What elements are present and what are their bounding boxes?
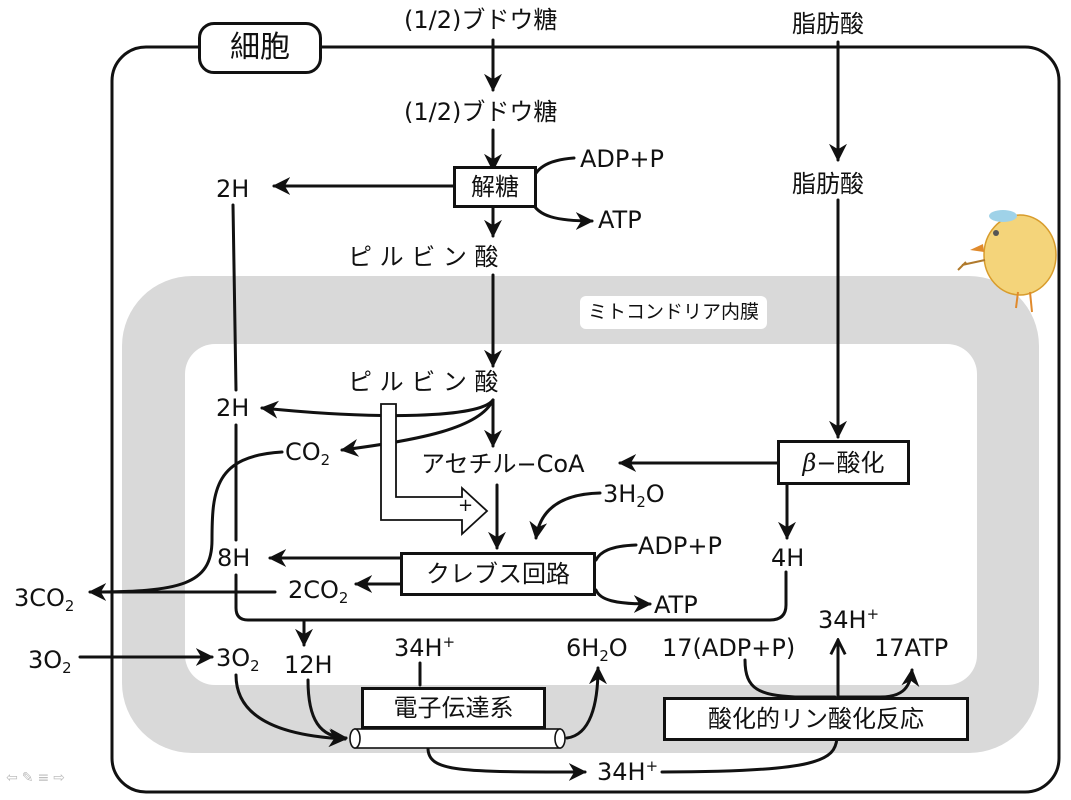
arrow-oxygen-to-etc (234, 673, 347, 748)
krebs-box: クレブス回路 (400, 552, 596, 596)
line-2h-down (231, 203, 238, 392)
glucose-inside-label: (1/2)ブドウ糖 (404, 98, 558, 126)
slide-nav-icons[interactable]: ⇦✎≡⇨ (6, 770, 69, 786)
arrow-phos-adp (743, 658, 837, 699)
pyruvate-2h-label: 2H (216, 394, 250, 422)
arrow-phos-atp (836, 668, 920, 699)
hollow-arrow (380, 403, 489, 537)
proton-bottom-label: 34H+ (597, 757, 659, 786)
krebs-atp-label: ATP (654, 591, 698, 619)
fatty-acid-inside-label: 脂肪酸 (792, 170, 864, 198)
glycolysis-box: 解糖 (453, 166, 537, 208)
pyruvate-cytoplasm-label: ピ ル ビ ン 酸 (348, 243, 499, 271)
cell-label: 細胞 (198, 22, 322, 74)
krebs-adp-label: ADP+P (638, 532, 722, 560)
glycolysis-2h-label: 2H (216, 175, 250, 203)
arrow-proton-to-phos (660, 736, 839, 774)
phos-atp-label: 17ATP (874, 634, 949, 662)
arrow-pyruvate-co2 (340, 398, 495, 457)
acetyl-coa-label: アセチル−CoA (421, 450, 585, 478)
plus-sign: + (458, 495, 474, 516)
oxygen-outside-label: 3O2 (28, 646, 72, 678)
line-h-collector (234, 570, 788, 622)
oxygen-inside-label: 3O2 (216, 644, 260, 676)
etc-proton-label: 34H+ (394, 633, 456, 662)
membrane-label: ミトコンドリア内膜 (580, 296, 768, 329)
h12-label: 12H (284, 651, 333, 679)
beta-oxidation-box: β−酸化 (777, 440, 910, 485)
chick-doodle (957, 210, 1057, 313)
arrow-co2-release (88, 450, 284, 601)
arrow-etc-water (565, 666, 607, 740)
menu-icon[interactable]: ≡ (37, 770, 54, 786)
arrow-12h-to-etc (306, 678, 348, 747)
krebs-8h-label: 8H (217, 544, 251, 572)
arrow-water-to-krebs (529, 491, 602, 540)
pyruvate-co2-label: CO2 (285, 438, 331, 470)
phosphorylation-box: 酸化的リン酸化反応 (663, 697, 969, 741)
next-slide-icon[interactable]: ⇨ (53, 770, 69, 786)
phos-adp-label: 17(ADP+P) (662, 634, 796, 662)
arrow-krebs-atp (594, 588, 652, 613)
krebs-2co2-label: 2CO2 (288, 576, 349, 608)
arrow-krebs-adp (594, 543, 638, 562)
etc-water-label: 6H2O (566, 634, 628, 666)
fatty-acid-outside-label: 脂肪酸 (792, 10, 864, 38)
pen-icon[interactable]: ✎ (21, 770, 38, 786)
phos-proton-label: 34H+ (818, 605, 880, 634)
prev-slide-icon[interactable]: ⇦ (6, 770, 22, 786)
pyruvate-mito-label: ピ ル ビ ン 酸 (348, 368, 499, 396)
arrow-pyruvate-2h (260, 398, 495, 419)
glucose-outside-label: (1/2)ブドウ糖 (404, 6, 558, 34)
beta-4h-label: 4H (771, 544, 805, 572)
co2-release-label: 3CO2 (14, 584, 75, 616)
arrow-etc-proton-out (426, 746, 587, 781)
krebs-water-label: 3H2O (603, 480, 665, 512)
glycolysis-adp-label: ADP+P (580, 145, 664, 173)
etc-cylinder (349, 728, 566, 749)
glycolysis-atp-label: ATP (598, 206, 642, 234)
etc-box: 電子伝達系 (361, 687, 546, 729)
